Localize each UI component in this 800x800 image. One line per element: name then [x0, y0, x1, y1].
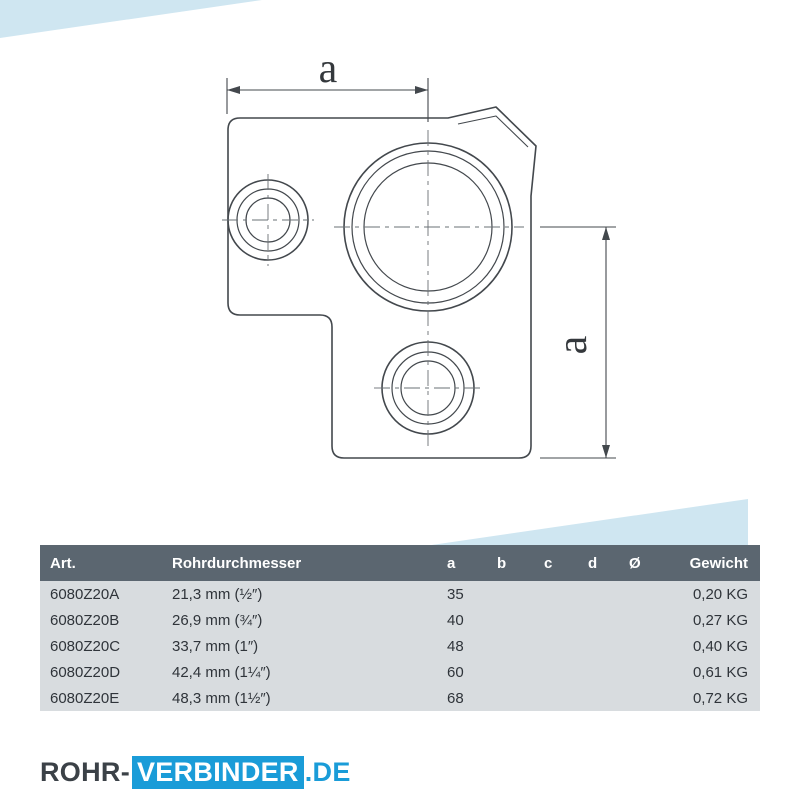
cell-gewicht: 0,27 KG: [660, 607, 760, 633]
arrowhead-left: [227, 86, 240, 94]
cell-b: [487, 581, 534, 607]
cell-c: [534, 581, 578, 607]
table-row: 6080Z20E 48,3 mm (1½″) 68 0,72 KG: [40, 685, 760, 711]
cell-diameter: [619, 685, 660, 711]
cell-durchmesser: 48,3 mm (1½″): [162, 685, 437, 711]
cell-d: [578, 659, 619, 685]
spec-table: Art. Rohrdurchmesser a b c d Ø Gewicht 6…: [40, 545, 760, 711]
col-header-c: c: [534, 545, 578, 581]
cell-b: [487, 607, 534, 633]
cell-d: [578, 581, 619, 607]
table-row: 6080Z20B 26,9 mm (¾″) 40 0,27 KG: [40, 607, 760, 633]
col-header-gewicht: Gewicht: [660, 545, 760, 581]
arrowhead-right: [415, 86, 428, 94]
cell-gewicht: 0,72 KG: [660, 685, 760, 711]
cell-b: [487, 633, 534, 659]
site-logo: ROHR-VERBINDER.DE: [40, 756, 351, 789]
cell-durchmesser: 42,4 mm (1¼″): [162, 659, 437, 685]
accent-triangle-top-left: [0, 0, 262, 38]
table-header-row: Art. Rohrdurchmesser a b c d Ø Gewicht: [40, 545, 760, 581]
cell-a: 60: [437, 659, 487, 685]
cell-a: 40: [437, 607, 487, 633]
table-row: 6080Z20D 42,4 mm (1¼″) 60 0,61 KG: [40, 659, 760, 685]
cell-art: 6080Z20B: [40, 607, 162, 633]
arrowhead-up: [602, 227, 610, 240]
table-row: 6080Z20A 21,3 mm (½″) 35 0,20 KG: [40, 581, 760, 607]
part-outline: [227, 106, 537, 459]
cell-art: 6080Z20D: [40, 659, 162, 685]
dimension-horizontal: [226, 78, 429, 122]
cell-b: [487, 659, 534, 685]
cell-c: [534, 659, 578, 685]
lug-inner-edge: [457, 115, 529, 148]
cell-durchmesser: 33,7 mm (1″): [162, 633, 437, 659]
table-row: 6080Z20C 33,7 mm (1″) 48 0,40 KG: [40, 633, 760, 659]
cell-d: [578, 633, 619, 659]
col-header-diameter: Ø: [619, 545, 660, 581]
cell-a: 68: [437, 685, 487, 711]
cell-c: [534, 633, 578, 659]
cell-gewicht: 0,40 KG: [660, 633, 760, 659]
col-header-durchmesser: Rohrdurchmesser: [162, 545, 437, 581]
cell-diameter: [619, 633, 660, 659]
cell-art: 6080Z20E: [40, 685, 162, 711]
col-header-a: a: [437, 545, 487, 581]
cell-durchmesser: 26,9 mm (¾″): [162, 607, 437, 633]
cell-c: [534, 685, 578, 711]
cell-a: 35: [437, 581, 487, 607]
cell-art: 6080Z20A: [40, 581, 162, 607]
cell-a: 48: [437, 633, 487, 659]
col-header-art: Art.: [40, 545, 162, 581]
part-drawing: [227, 106, 537, 459]
logo-text-de: .DE: [304, 757, 351, 787]
cell-art: 6080Z20C: [40, 633, 162, 659]
col-header-b: b: [487, 545, 534, 581]
cell-d: [578, 607, 619, 633]
cell-c: [534, 607, 578, 633]
cell-gewicht: 0,61 KG: [660, 659, 760, 685]
cell-d: [578, 685, 619, 711]
dim-label-horizontal: a: [319, 46, 338, 92]
cell-diameter: [619, 581, 660, 607]
cell-durchmesser: 21,3 mm (½″): [162, 581, 437, 607]
center-lines: [222, 130, 524, 448]
logo-text-verbinder: VERBINDER: [132, 756, 304, 789]
cell-b: [487, 685, 534, 711]
dimension-vertical: [540, 226, 616, 459]
col-header-d: d: [578, 545, 619, 581]
logo-text-rohr: ROHR-: [40, 757, 130, 787]
cell-diameter: [619, 659, 660, 685]
cell-gewicht: 0,20 KG: [660, 581, 760, 607]
cell-diameter: [619, 607, 660, 633]
arrowhead-down: [602, 445, 610, 458]
dim-label-vertical: a: [550, 335, 596, 354]
